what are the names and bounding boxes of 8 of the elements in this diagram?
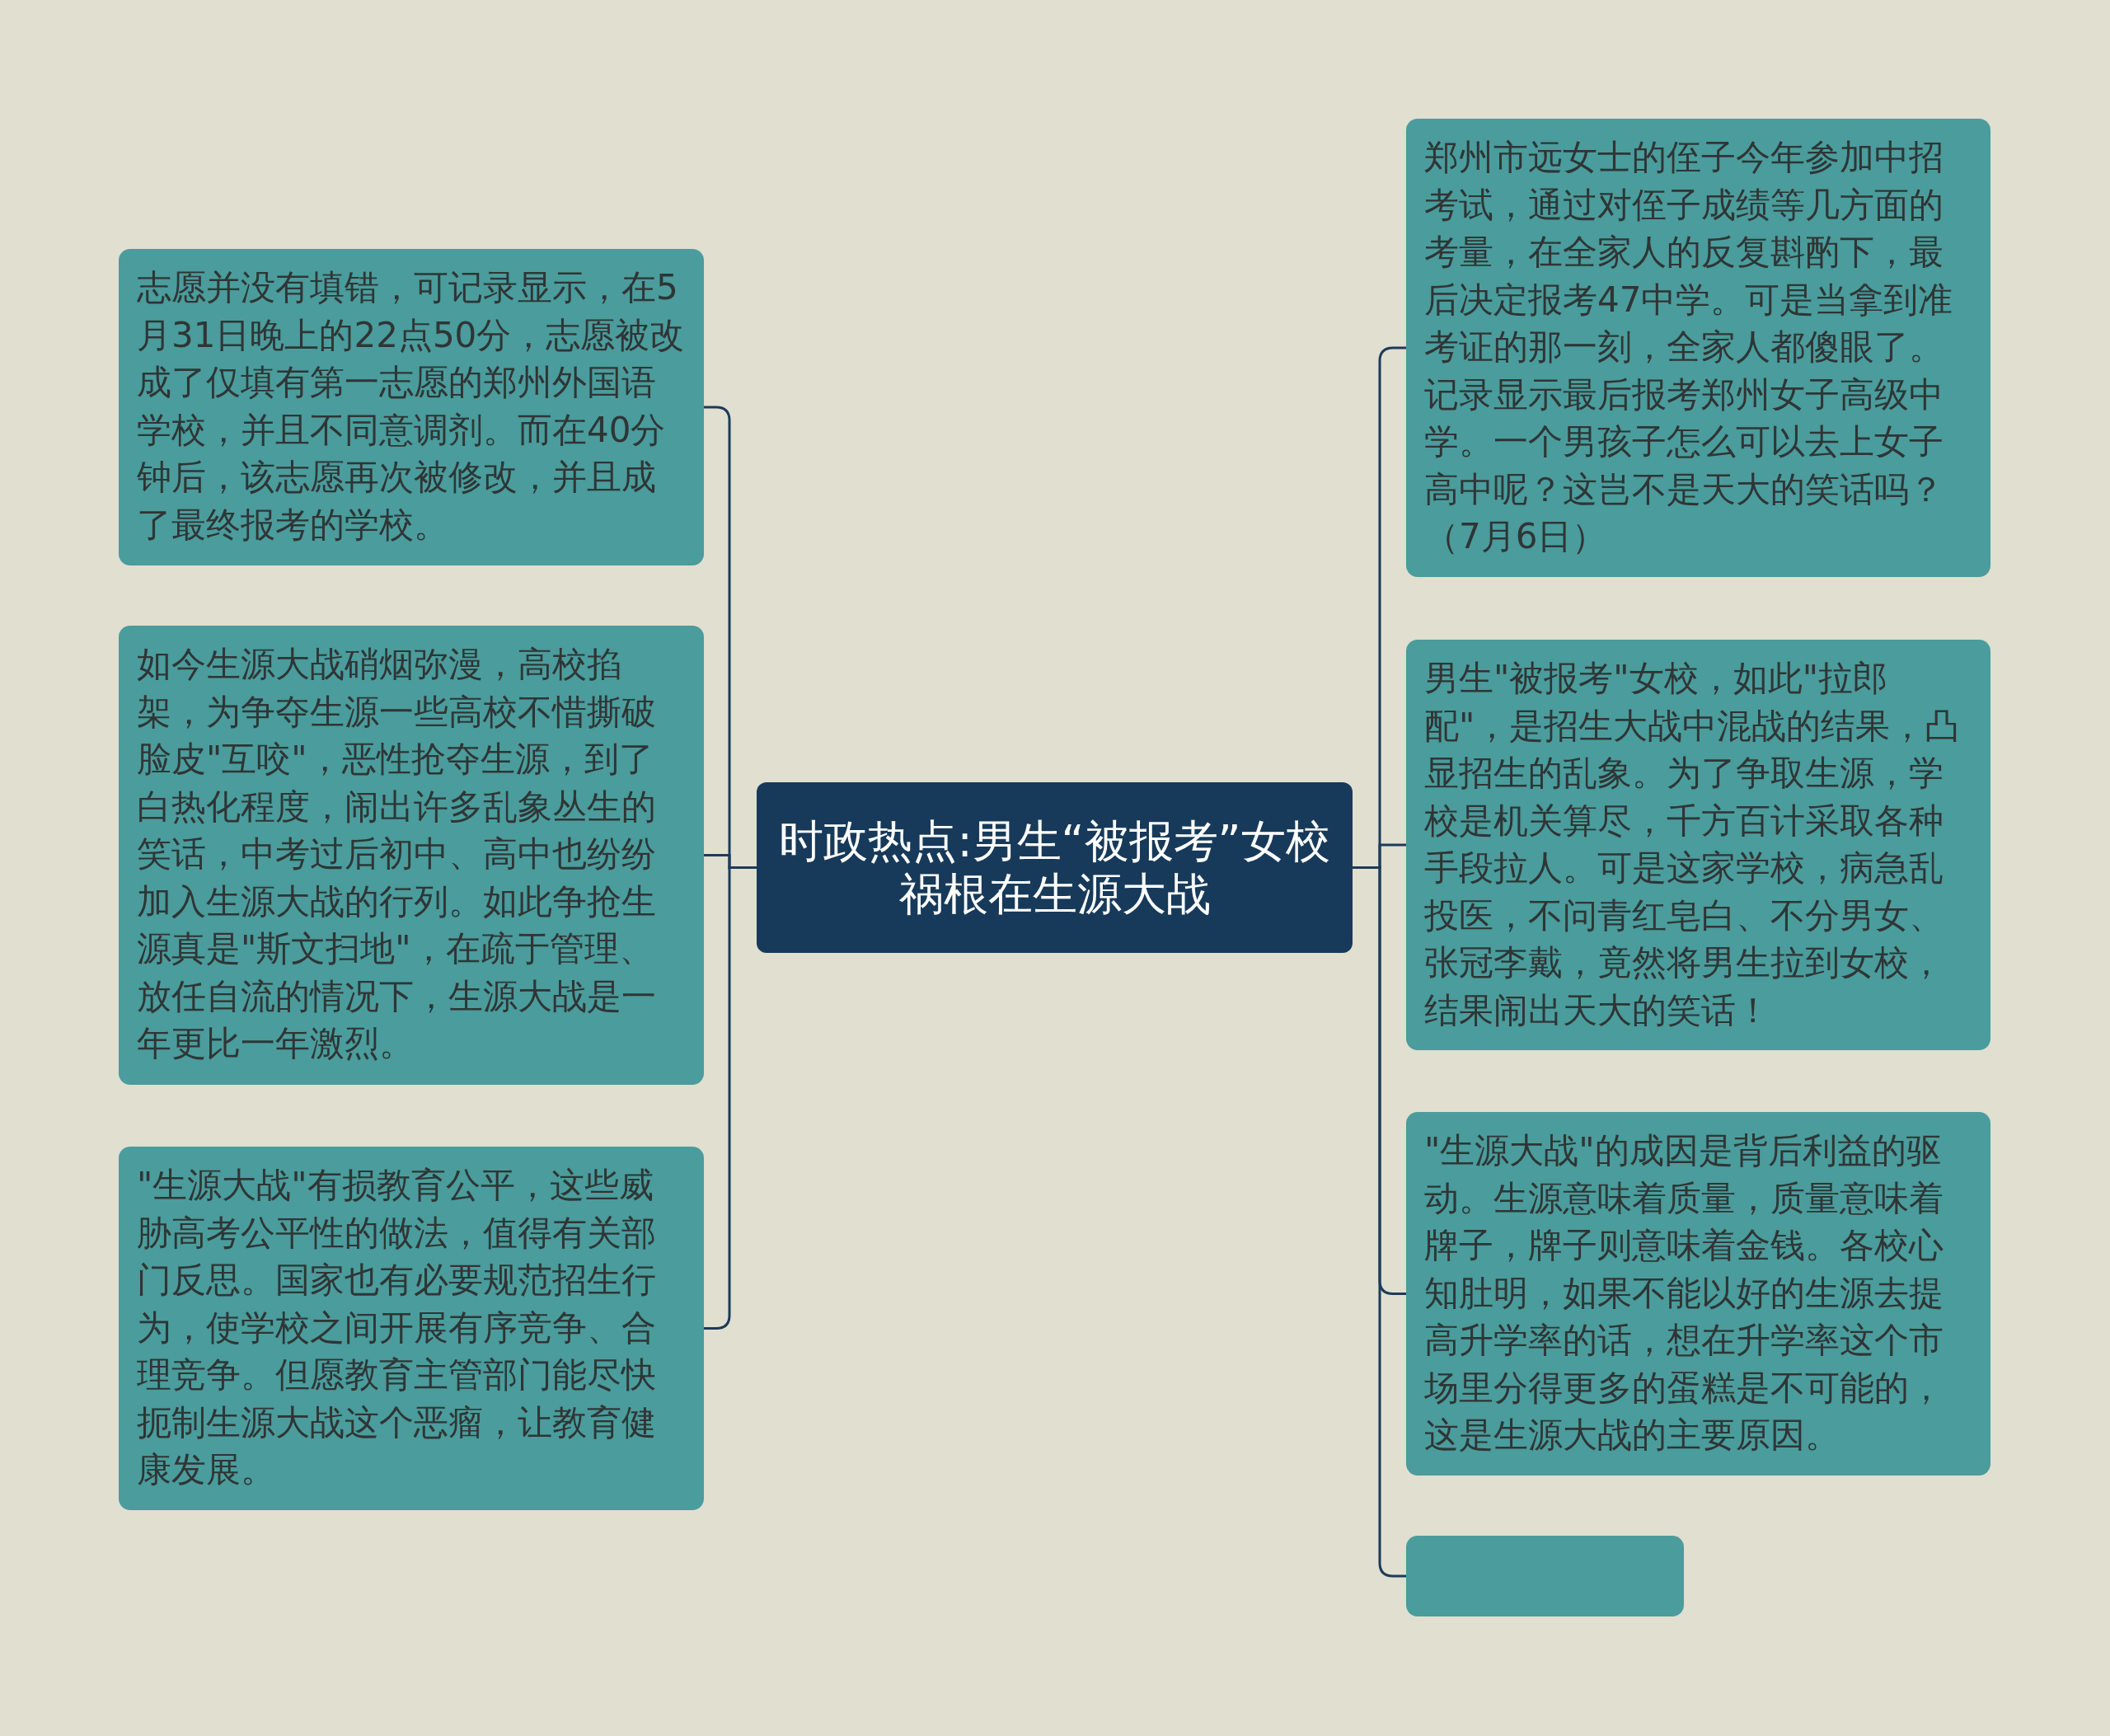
- text-box: 如今生源大战硝烟弥漫，高校掐架，为争夺生源一些高校不惜撕破脸皮"互咬"，恶性抢夺生源，到了白热化程度，闹出许多乱象丛生的笑话，中考过后初中、高中也纷纷加入生源大战的行列。如此争抢生源真是"斯文扫地"，在疏于管理、放任自流的情况下，生源大战是一年更比一年激烈。: [119, 626, 704, 1085]
- text-box: 志愿并没有填错，可记录显示，在5月31日晚上的22点50分，志愿被改成了仅填有第一志愿的郑州外国语学校，并且不同意调剂。而在40分钟后，该志愿再次被修改，并且成了最终报考的学校。: [119, 249, 704, 565]
- text-box: "生源大战"的成因是背后利益的驱动。生源意味着质量，质量意味着牌子，牌子则意味着金钱。各校心知肚明，如果不能以好的生源去提高升学率的话，想在升学率这个市场里分得更多的蛋糕是不可能的，这是生源大战的主要原因。: [1406, 1112, 1990, 1476]
- text-box: 男生"被报考"女校，如此"拉郎配"，是招生大战中混战的结果，凸显招生的乱象。为了争取生源，学校是机关算尽，千方百计采取各种手段拉人。可是这家学校，病急乱投医，不问青红皂白、不分男女、张冠李戴，竟然将男生拉到女校，结果闹出天大的笑话！: [1406, 640, 1990, 1050]
- topic-box: 时政热点:男生“被报考”女校祸根在生源大战: [757, 782, 1353, 953]
- text-box: "生源大战"有损教育公平，这些威胁高考公平性的做法，值得有关部门反思。国家也有必要规范招生行为，使学校之间开展有序竞争、合理竞争。但愿教育主管部门能尽快扼制生源大战这个恶瘤，让教育健康发展。: [119, 1147, 704, 1510]
- box-shape: [1406, 1536, 1684, 1616]
- text-box: 郑州市远女士的侄子今年参加中招考试，通过对侄子成绩等几方面的考量，在全家人的反复斟酌下，最后决定报考47中学。可是当拿到准考证的那一刻，全家人都傻眼了。记录显示最后报考郑州女子高级中学。一个男孩子怎么可以去上女子高中呢？这岂不是天大的笑话吗？（7月6日）: [1406, 119, 1990, 577]
